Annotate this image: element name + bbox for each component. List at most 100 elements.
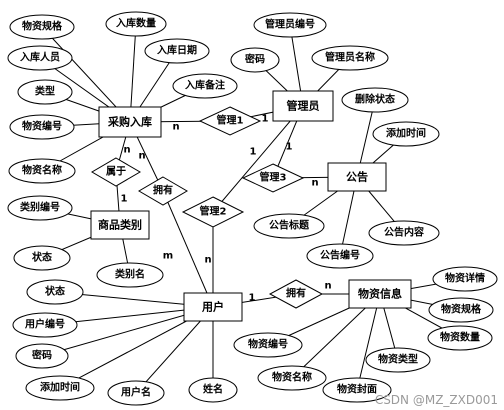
- attribute-ellipse: [230, 47, 280, 73]
- attribute-label: 密码: [32, 349, 52, 362]
- attribute-ellipse: [432, 266, 498, 292]
- attribute-label: 入库人员: [20, 51, 60, 64]
- entity-box: [327, 162, 387, 192]
- attribute-ellipse: [12, 312, 78, 338]
- attribute-label: 类型: [35, 85, 55, 98]
- relationship-diamond: [91, 157, 141, 187]
- attribute-ellipse: [322, 377, 392, 403]
- attribute-label: 物资类型: [378, 353, 418, 366]
- attribute-label: 入库备注: [185, 79, 225, 92]
- attribute-ellipse: [311, 45, 389, 71]
- relationship-diamond: [138, 176, 188, 206]
- attribute-ellipse: [428, 297, 494, 323]
- attribute-label: 公告内容: [384, 226, 424, 239]
- attribute-ellipse: [253, 12, 327, 38]
- attr-connector: [129, 23, 137, 123]
- diagram-labels: 物资规格入库数量入库日期入库人员入库备注类型物资编号物资名称管理员编号密码管理员…: [20, 17, 485, 399]
- relationship-connector: [212, 105, 304, 213]
- attribute-label: 物资编号: [248, 338, 288, 351]
- attribute-label: 入库日期: [157, 44, 197, 57]
- entity-label: 用户: [202, 300, 224, 314]
- diagram-shapes: [7, 11, 498, 406]
- attribute-ellipse: [253, 213, 325, 239]
- attribute-ellipse: [96, 262, 164, 288]
- cardinality-label: n: [204, 255, 211, 266]
- entity-label: 管理员: [287, 99, 320, 113]
- attribute-label: 公告编号: [320, 249, 360, 262]
- cardinality-label: 1: [249, 293, 256, 304]
- attribute-label: 类别编号: [20, 201, 60, 214]
- relationship-diamond: [241, 163, 305, 193]
- entity-label: 商品类别: [98, 218, 142, 232]
- cardinality-label: n: [123, 145, 130, 156]
- cardinality-label: n: [172, 122, 179, 133]
- cardinality-label: n: [324, 281, 331, 292]
- attribute-ellipse: [25, 375, 95, 401]
- attribute-ellipse: [26, 279, 84, 305]
- relationship-label: 拥有: [153, 184, 173, 197]
- attribute-label: 物资数量: [440, 331, 480, 344]
- cardinality-label: 1: [250, 147, 257, 158]
- relationship-connector: [162, 190, 214, 308]
- entity-label: 采购入库: [107, 115, 152, 129]
- attribute-label: 入库数量: [116, 17, 156, 30]
- attribute-label: 物资名称: [272, 371, 312, 384]
- attribute-ellipse: [427, 325, 493, 351]
- entity-label: 公告: [346, 170, 368, 184]
- attribute-label: 状态: [32, 251, 52, 264]
- attribute-label: 用户编号: [24, 318, 65, 331]
- attribute-ellipse: [15, 343, 69, 369]
- attribute-ellipse: [233, 332, 303, 358]
- attribute-label: 添加时间: [40, 381, 80, 394]
- attribute-label: 物资规格: [441, 303, 482, 316]
- cardinality-label: n: [138, 151, 145, 162]
- attribute-label: 删除状态: [355, 93, 395, 106]
- cardinality-label: n: [311, 178, 318, 189]
- attribute-ellipse: [257, 365, 327, 391]
- attribute-label: 密码: [245, 53, 265, 66]
- attr-connector: [41, 26, 131, 123]
- entity-box: [272, 90, 334, 122]
- attribute-ellipse: [9, 114, 75, 140]
- relationship-label: 管理2: [200, 205, 227, 218]
- attribute-ellipse: [368, 220, 440, 246]
- attribute-ellipse: [9, 14, 75, 40]
- cardinality-label: 1: [286, 142, 293, 153]
- attribute-label: 物资详情: [445, 272, 485, 285]
- attr-connector: [356, 293, 381, 391]
- relationship-diamond: [181, 196, 245, 228]
- entity-label: 物资信息: [358, 287, 402, 301]
- relationship-label: 属于: [106, 166, 126, 178]
- attribute-ellipse: [144, 38, 210, 64]
- attribute-ellipse: [105, 11, 167, 37]
- attribute-label: 管理员编号: [265, 18, 315, 31]
- attribute-ellipse: [372, 121, 440, 147]
- attribute-ellipse: [306, 243, 374, 269]
- watermark: CSDN @MZ_ZXD001: [374, 393, 498, 407]
- entity-box: [98, 106, 162, 138]
- attribute-ellipse: [7, 45, 73, 71]
- attribute-ellipse: [188, 377, 238, 403]
- attribute-ellipse: [107, 380, 165, 406]
- attribute-ellipse: [365, 347, 431, 373]
- attribute-ellipse: [17, 79, 73, 105]
- entity-box: [348, 279, 412, 309]
- relationship-diamond: [198, 106, 262, 136]
- attribute-label: 用户名: [120, 386, 151, 399]
- attribute-label: 公告标题: [269, 219, 310, 232]
- attribute-label: 管理员名称: [325, 51, 375, 64]
- attribute-ellipse: [172, 73, 238, 99]
- entity-box: [183, 292, 243, 322]
- attribute-label: 类别名: [115, 268, 145, 281]
- attribute-label: 物资规格: [22, 20, 63, 33]
- relationship-label: 管理3: [260, 171, 287, 184]
- attribute-label: 物资封面: [337, 383, 377, 396]
- attribute-ellipse: [13, 245, 71, 271]
- relationship-label: 管理1: [217, 114, 244, 127]
- attribute-ellipse: [7, 195, 73, 221]
- cardinality-label: 1: [262, 114, 269, 125]
- attribute-ellipse: [8, 158, 76, 184]
- attribute-label: 添加时间: [386, 127, 426, 140]
- relationship-label: 拥有: [286, 287, 306, 300]
